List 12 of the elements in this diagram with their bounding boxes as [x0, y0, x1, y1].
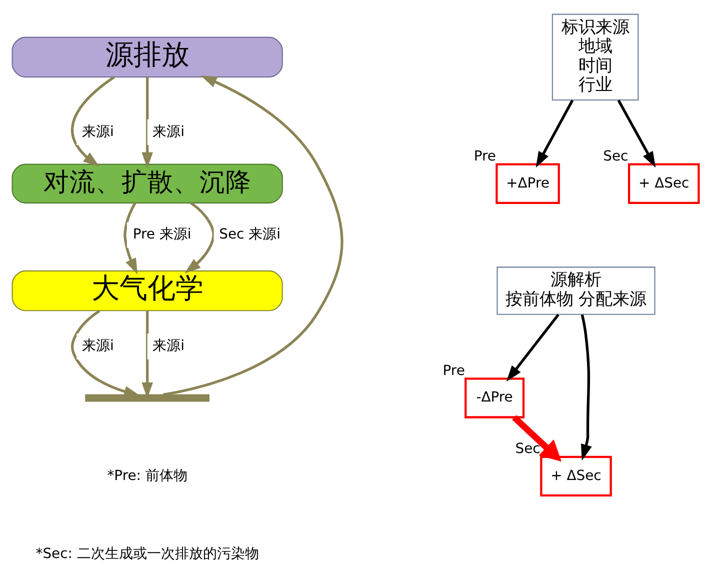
edge-label: 来源i [152, 124, 185, 140]
node-label: Pre [442, 362, 465, 379]
edge-label: 来源i [82, 124, 114, 140]
label: *Sec: 二次生成或一次排放的污染物 [36, 546, 259, 562]
node-label: Sec [515, 441, 540, 458]
label: *Pre: 前体物 [107, 468, 188, 484]
edge-label: 来源i [152, 338, 185, 354]
edge-label: 来源i [82, 338, 114, 354]
edge-label: Sec 来源i [219, 226, 280, 243]
node-label: Pre [474, 148, 496, 164]
node-label: Sec [603, 148, 628, 164]
edge-label: Pre 来源i [132, 226, 192, 243]
